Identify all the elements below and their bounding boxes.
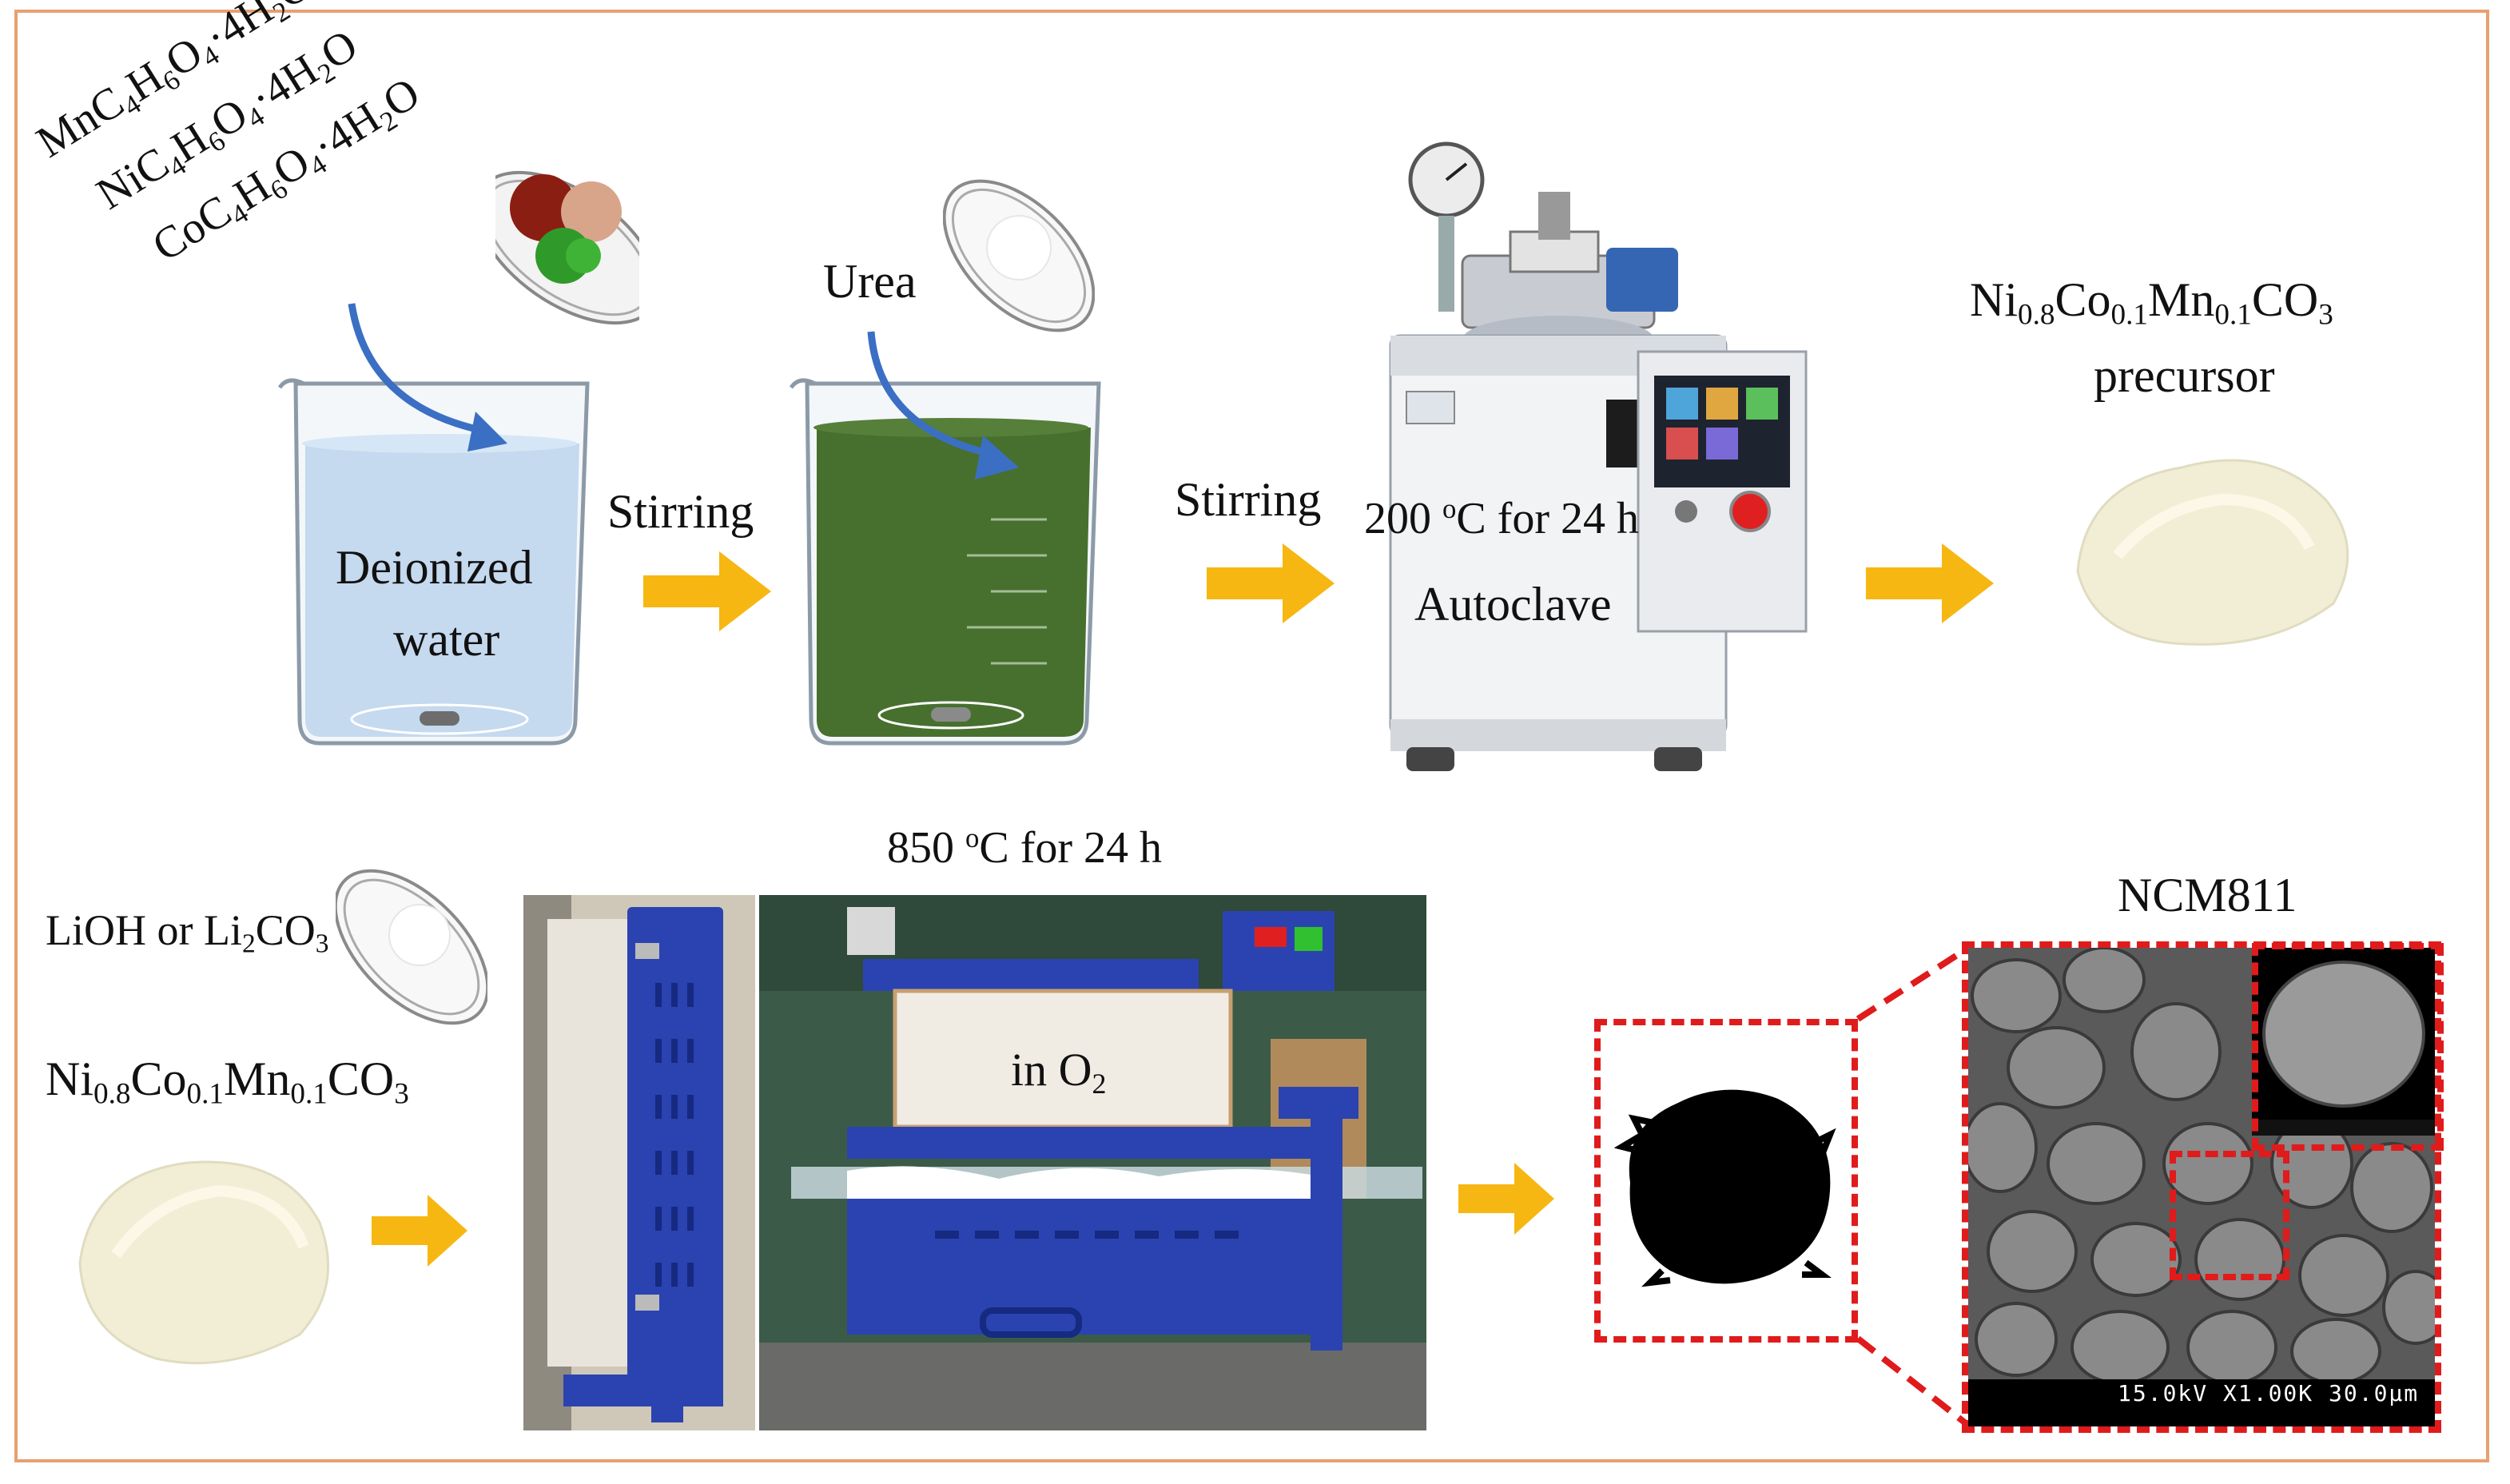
urea-label: Urea xyxy=(823,255,917,308)
petri-dish-lithium xyxy=(336,869,487,1025)
sem-micrograph xyxy=(1968,948,2435,1426)
zoom-connector-lines xyxy=(1856,944,1972,1430)
autoclave-label: Autoclave xyxy=(1414,578,1612,631)
precursor-powder-top xyxy=(2076,459,2349,646)
particle-silhouette xyxy=(1613,1089,1836,1287)
beaker1-label-line2: water xyxy=(393,613,500,666)
sem-particle-highlight xyxy=(2170,1151,2289,1280)
sem-scale-bar: 15.0kV X1.00K 30.0µm xyxy=(2118,1380,2420,1406)
furnace-atmosphere: in O2 xyxy=(1011,1044,1107,1100)
process-arrow-1 xyxy=(643,551,771,631)
precursor-powder-bottom xyxy=(78,1160,330,1365)
autoclave-conditions: 200 oC for 24 h xyxy=(1364,493,1640,544)
precursor-formula-top: Ni0.8Co0.1Mn0.1CO3 xyxy=(1970,273,2333,332)
furnace-conditions: 850 oC for 24 h xyxy=(887,822,1163,873)
particle-silhouette-box xyxy=(1594,1019,1858,1343)
autoclave-illustration xyxy=(1389,141,1808,771)
figure-frame xyxy=(14,10,2489,1462)
process-arrow-2 xyxy=(1207,543,1335,623)
sem-inset-frame xyxy=(2252,943,2444,1151)
precursor-formula-bottom: Ni0.8Co0.1Mn0.1CO3 xyxy=(46,1052,409,1111)
beaker1-label-line1: Deionized xyxy=(336,541,533,594)
stirring-label-2: Stirring xyxy=(1175,473,1322,526)
lithium-source-label: LiOH or Li2CO3 xyxy=(46,906,329,959)
petri-dish-reagents xyxy=(495,170,639,325)
precursor-label: precursor xyxy=(2094,349,2275,402)
process-arrow-5 xyxy=(1458,1163,1554,1235)
petri-dish-urea xyxy=(943,179,1095,332)
product-label: NCM811 xyxy=(2118,869,2297,921)
tube-furnace-closed-photo xyxy=(523,895,755,1430)
process-arrow-4 xyxy=(372,1195,467,1267)
stirring-label-1: Stirring xyxy=(607,485,754,538)
sem-image-frame xyxy=(1962,941,2441,1433)
pour-arrow-reagents xyxy=(348,303,507,452)
process-arrow-3 xyxy=(1866,543,1994,623)
tube-furnace-open-photo xyxy=(759,895,1426,1430)
beaker-green-solution xyxy=(789,378,1101,746)
pour-arrow-urea xyxy=(867,331,1019,479)
beaker-deionized-water xyxy=(277,378,590,746)
